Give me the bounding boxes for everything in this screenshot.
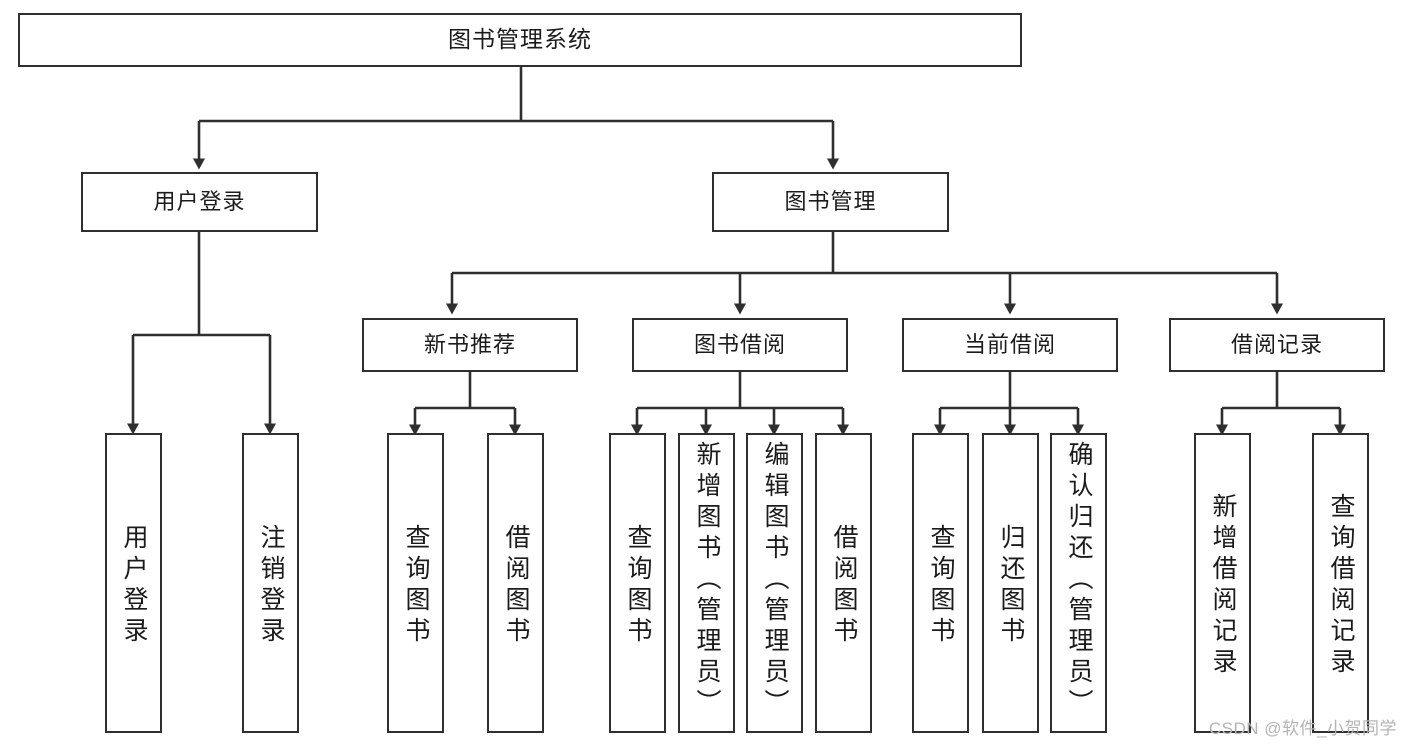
node-leaf-query-record[interactable]: 查询借阅记录 [1312,433,1369,733]
node-book-management[interactable]: 图书管理 [712,172,949,232]
node-root-book-management-system[interactable]: 图书管理系统 [18,13,1022,67]
node-label: 编辑图书（管理员） [761,441,789,720]
node-user-login[interactable]: 用户登录 [81,172,318,232]
node-leaf-return-book[interactable]: 归还图书 [982,433,1039,733]
node-leaf-add-record[interactable]: 新增借阅记录 [1194,433,1251,733]
node-leaf-add-book[interactable]: 新增图书（管理员） [678,433,735,733]
node-label: 借阅图书 [830,524,858,648]
node-leaf-edit-book[interactable]: 编辑图书（管理员） [746,433,803,733]
node-label: 注销登录 [257,524,285,648]
node-label: 当前借阅 [963,332,1056,358]
node-label: 查询图书 [624,524,652,648]
node-label: 新增图书（管理员） [693,441,721,720]
node-label: 新增借阅记录 [1209,493,1237,679]
node-leaf-user-logout[interactable]: 注销登录 [242,433,299,733]
node-label: 用户登录 [153,189,246,215]
node-leaf-user-login[interactable]: 用户登录 [105,433,162,733]
node-label: 新书推荐 [423,332,516,358]
node-label: 借阅图书 [502,524,530,648]
node-label: 查询图书 [927,524,955,648]
csdn-watermark: CSDN @软件_小贺同学 [1208,719,1397,738]
node-leaf-query-book-3[interactable]: 查询图书 [912,433,969,733]
node-borrow-record[interactable]: 借阅记录 [1169,318,1385,372]
node-leaf-borrow-book-1[interactable]: 借阅图书 [487,433,544,733]
node-current-borrow[interactable]: 当前借阅 [902,318,1118,372]
node-label: 图书管理 [784,189,877,215]
node-label: 用户登录 [120,524,148,648]
node-label: 查询借阅记录 [1327,493,1355,679]
node-label: 图书管理系统 [448,26,592,53]
node-label: 归还图书 [997,524,1025,648]
node-label: 确认归还（管理员） [1065,441,1093,720]
node-new-book-recommend[interactable]: 新书推荐 [362,318,578,372]
node-label: 借阅记录 [1230,332,1323,358]
node-label: 图书借阅 [693,332,786,358]
node-leaf-borrow-book-2[interactable]: 借阅图书 [815,433,872,733]
node-leaf-query-book-2[interactable]: 查询图书 [609,433,666,733]
node-leaf-confirm-return[interactable]: 确认归还（管理员） [1050,433,1107,733]
node-leaf-query-book-1[interactable]: 查询图书 [387,433,444,733]
node-label: 查询图书 [402,524,430,648]
node-book-borrow[interactable]: 图书借阅 [632,318,848,372]
